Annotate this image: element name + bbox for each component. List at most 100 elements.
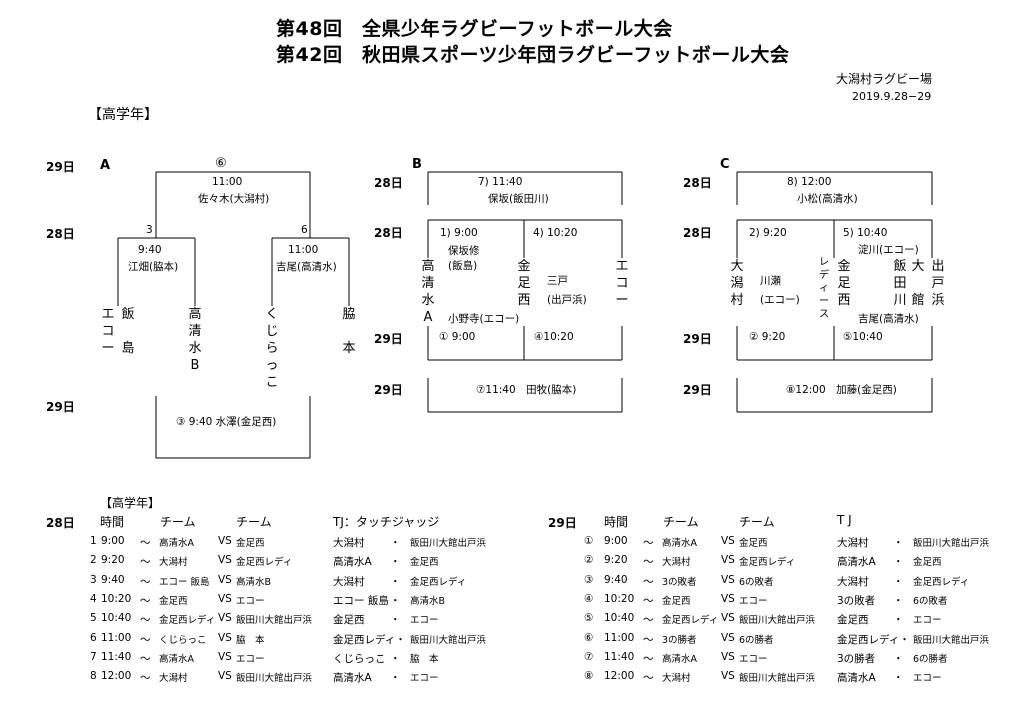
- cell-time: 11:00: [604, 631, 635, 644]
- cell-t2: 金足西レディ: [236, 557, 293, 569]
- cell-j2: 金足西レディ: [410, 576, 467, 588]
- cell-time: 11:40: [604, 650, 635, 663]
- cell-j2: エコー: [913, 615, 942, 627]
- cell-j1: 高清水A: [837, 672, 876, 685]
- cell-j1: 金足西レディ・: [333, 633, 406, 646]
- bracket-b-top-match: 7) 11:40: [478, 176, 523, 188]
- cell-j2: 飯田川大館出戸浜: [913, 634, 990, 646]
- bracket-b-label: B: [412, 157, 422, 172]
- cell-time: 11:40: [101, 650, 132, 663]
- bracket-c-top-match: 8) 12:00: [787, 176, 832, 188]
- bracket-a-day-28: 28日: [46, 227, 75, 241]
- cell-j1: 金足西: [837, 614, 869, 627]
- team-echo-b: エコー: [615, 259, 629, 308]
- venue: 大潟村ラグビー場: [836, 72, 933, 86]
- bracket-b-top-ref: 保坂(飯田川): [488, 193, 549, 205]
- cell-j2: エコー: [410, 673, 439, 685]
- cell-vs: VS: [721, 573, 735, 586]
- cell-vs: VS: [721, 554, 735, 567]
- schedule-28-header-team2: チーム: [236, 515, 272, 529]
- cell-no: ⑧: [584, 670, 594, 683]
- bracket-b-m1: 1) 9:00: [440, 227, 478, 239]
- cell-sep: 〜: [643, 652, 654, 665]
- cell-vs: VS: [218, 573, 232, 586]
- cell-t2: 飯田川大館出戸浜: [236, 615, 313, 627]
- cell-j1: くじらっこ: [333, 652, 386, 665]
- bracket-a-left-time: 9:40: [138, 244, 162, 256]
- cell-sep: 〜: [140, 556, 151, 569]
- bracket-c-c8: ⑧12:00 加藤(金足西): [786, 384, 897, 396]
- bracket-c-day-29a: 29日: [683, 332, 712, 346]
- cell-sep: 〜: [643, 556, 654, 569]
- cell-t1: 金足西レディ: [159, 615, 216, 627]
- bracket-a-final-time: 11:00: [212, 176, 243, 188]
- bracket-c-c5: ⑤10:40: [843, 331, 883, 343]
- bracket-b-m4-ref2: (出戸浜): [547, 294, 587, 306]
- schedule-28-header-time: 時間: [100, 515, 125, 529]
- cell-time: 9:20: [604, 554, 628, 567]
- bracket-a-label: A: [100, 158, 111, 173]
- cell-no: ⑤: [584, 612, 594, 625]
- cell-j1: 高清水A: [837, 556, 876, 569]
- bracket-c-day-28b: 28日: [683, 226, 712, 240]
- cell-time: 12:00: [604, 670, 635, 683]
- cell-t1: 高清水A: [159, 653, 194, 665]
- cell-no: 2: [90, 554, 97, 567]
- cell-time: 9:20: [101, 554, 125, 567]
- cell-time: 9:40: [101, 573, 125, 586]
- cell-no: ⑦: [584, 650, 594, 663]
- bracket-a-right-time: 11:00: [288, 244, 319, 256]
- cell-sep: 〜: [140, 633, 151, 646]
- bracket-a-left-ref: 江畑(脇本): [128, 261, 179, 273]
- cell-t1: 高清水A: [662, 538, 697, 549]
- schedule-28-header-tj: TJ：タッチジャッジ: [333, 515, 440, 529]
- cell-no: ③: [584, 573, 594, 586]
- bracket-c-m2: 2) 9:20: [749, 227, 787, 239]
- cell-t1: 3の勝者: [662, 634, 697, 646]
- bracket-a-final-no: ⑥: [215, 156, 227, 171]
- cell-vs: VS: [218, 650, 232, 663]
- cell-t1: エコー 飯島: [159, 576, 210, 588]
- schedule-section-title: 【高学年】: [100, 496, 161, 510]
- cell-t2: 脇 本: [236, 634, 265, 646]
- cell-j1: 3の敗者: [837, 594, 876, 607]
- bracket-b-c7: ⑦11:40 田牧(脇本): [476, 384, 577, 396]
- cell-j1: 金足西レディ・: [837, 633, 910, 646]
- cell-time: 10:20: [101, 592, 132, 605]
- bracket-b-day-28b: 28日: [374, 226, 403, 240]
- cell-vs: VS: [721, 631, 735, 644]
- cell-j2: 飯田川大館出戸浜: [410, 634, 487, 646]
- bracket-a-day-29: 29日: [46, 160, 75, 174]
- bracket-b-ref-bottom: 小野寺(エコー): [448, 313, 520, 325]
- cell-j1: 金足西: [333, 614, 365, 627]
- cell-j2: 脇 本: [410, 653, 439, 665]
- cell-dot: ・: [893, 537, 904, 549]
- bracket-c-top-ref: 小松(高清水): [797, 193, 858, 205]
- dates: 2019.9.28−29: [852, 90, 932, 103]
- cell-t2: 金足西レディ: [739, 557, 796, 569]
- schedule-day-28: 28日: [46, 516, 75, 530]
- team-wakimoto: 脇 本: [342, 307, 356, 356]
- cell-time: 12:00: [101, 670, 132, 683]
- cell-dot: ・: [893, 672, 904, 685]
- cell-j1: 高清水A: [333, 556, 372, 569]
- cell-sep: 〜: [140, 672, 151, 685]
- schedule-29-header-team2: チーム: [739, 515, 775, 529]
- cell-vs: VS: [218, 670, 232, 683]
- cell-sep: 〜: [140, 614, 151, 627]
- bracket-c-m5: 5) 10:40: [843, 227, 888, 239]
- cell-j2: 飯田川大館出戸浜: [410, 538, 487, 549]
- bracket-c-m2-ref2: (エコー): [760, 294, 800, 306]
- cell-no: ①: [584, 535, 594, 547]
